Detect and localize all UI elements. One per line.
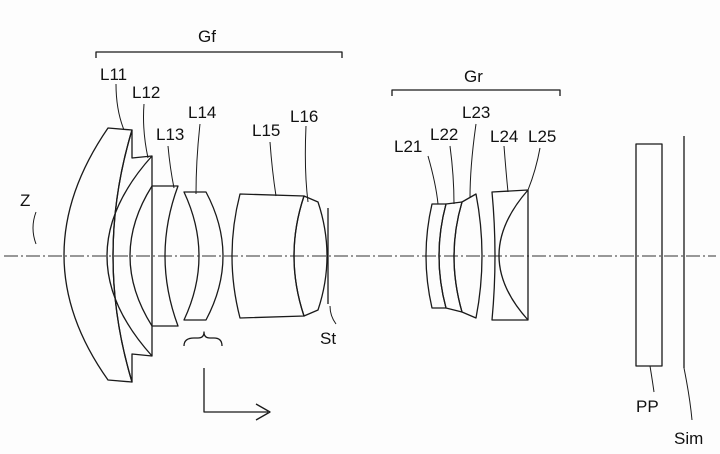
leader-l23 [469,123,477,199]
group-front-label: Gf [198,27,216,46]
label-l15: L15 [252,121,280,140]
label-sim: Sim [674,429,703,448]
leader-l14 [195,123,201,195]
label-l12: L12 [132,83,160,102]
leader-l24 [503,145,509,193]
lens-l25-surface [498,189,529,321]
leader-st [329,305,337,325]
axis-label: Z [20,191,30,210]
label-l21: L21 [394,137,422,156]
label-l14: L14 [188,103,216,122]
leader-l25 [527,147,541,191]
focus-brace [183,331,223,347]
leader-l13 [167,145,175,189]
plate-pp [635,143,663,367]
focus-arrow [203,368,268,413]
group-front-bracket [95,51,343,58]
leader-pp [649,365,655,393]
leader-l16 [304,125,309,203]
label-l11: L11 [100,65,127,84]
group-rear-label: Gr [464,67,483,86]
lens-l12 [112,129,153,383]
leader-l11 [115,83,125,131]
arrow-head-icon [255,403,271,421]
leader-l21 [427,155,439,205]
label-l13: L13 [156,125,184,144]
label-l22: L22 [430,125,458,144]
lens-l12-inner [106,155,153,357]
label-pp: PP [636,397,659,416]
lens-l23 [453,193,483,319]
group-rear-bracket [391,89,561,96]
leader-l12 [143,103,149,159]
leader-l15 [269,141,277,197]
label-l25: L25 [528,127,556,146]
label-stop: St [320,329,336,348]
lens-l13 [129,185,179,327]
lens-l14 [183,191,224,321]
label-l23: L23 [462,103,490,122]
lens-l16 [293,195,328,317]
leader-l22 [449,145,455,205]
leader-sim [683,367,693,421]
lens-l24 [491,189,529,321]
label-l24: L24 [490,127,518,146]
label-l16: L16 [290,107,318,126]
axis-leader [32,211,37,245]
